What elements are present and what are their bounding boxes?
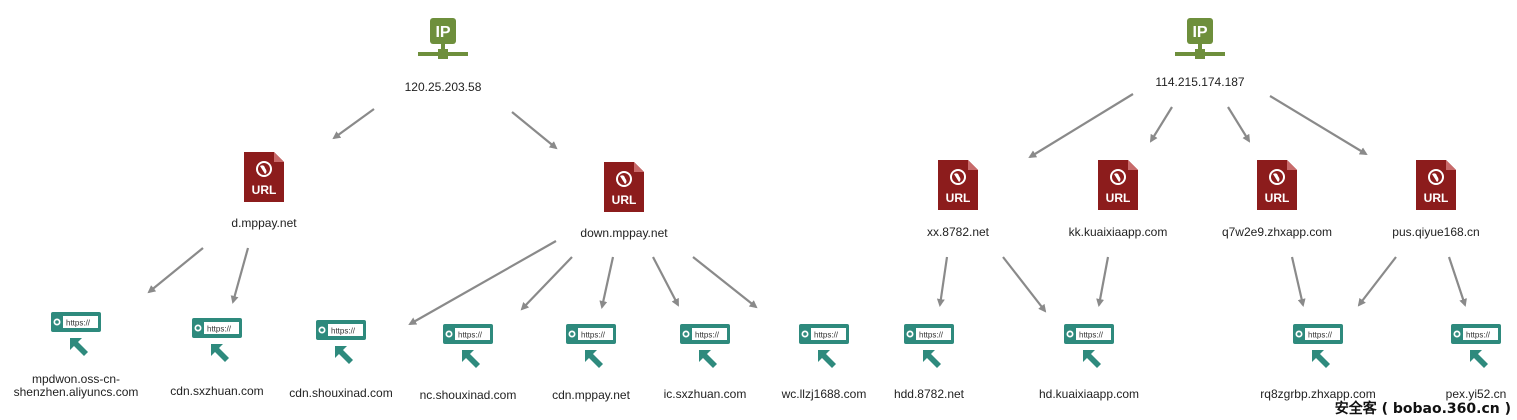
edges-layer (147, 93, 1467, 325)
edge-arrow (599, 256, 615, 309)
svg-text:https://: https:// (207, 325, 232, 334)
svg-text:URL: URL (612, 193, 637, 207)
url-node[interactable]: URL pus.qiyue168.cn (1392, 160, 1480, 239)
url-file-icon: URL (604, 162, 644, 212)
node-label: cdn.mppay.net (552, 388, 630, 402)
node-label: wc.llzj1688.com (781, 387, 867, 401)
svg-text:https://: https:// (1308, 331, 1333, 340)
url-file-icon: URL (938, 160, 978, 210)
edge-arrow (652, 256, 679, 307)
edge-arrow (936, 256, 949, 307)
node-label: pex.yi52.cn (1446, 387, 1507, 401)
site-node[interactable]: https:// cdn.mppay.net (552, 324, 631, 402)
edge-arrow (230, 247, 250, 304)
node-label: hdd.8782.net (894, 387, 965, 401)
node-label: ic.sxzhuan.com (664, 387, 747, 401)
svg-text:https://: https:// (1466, 331, 1491, 340)
node-label: hd.kuaixiaapp.com (1039, 387, 1139, 401)
url-node[interactable]: URL q7w2e9.zhxapp.com (1222, 160, 1332, 239)
node-label: mpdwon.oss-cn-shenzhen.aliyuncs.com (14, 372, 139, 399)
site-node[interactable]: https:// pex.yi52.cn (1446, 324, 1507, 401)
node-label: rq8zgrbp.zhxapp.com (1260, 387, 1375, 401)
svg-text:IP: IP (1192, 24, 1207, 41)
ip-icon: IP (1175, 18, 1225, 59)
edge-arrow (1096, 256, 1110, 307)
edge-arrow (1002, 256, 1047, 313)
edge-arrow (1149, 106, 1173, 143)
url-file-icon: URL (1098, 160, 1138, 210)
node-label: cdn.shouxinad.com (289, 386, 392, 400)
https-link-icon: https:// (566, 324, 616, 368)
url-file-icon: URL (1416, 160, 1456, 210)
url-file-icon: URL (244, 152, 284, 202)
https-link-icon: https:// (316, 320, 366, 364)
edge-arrow (147, 247, 204, 294)
edge-arrow (408, 240, 557, 325)
node-label: xx.8782.net (927, 225, 990, 239)
node-label: 120.25.203.58 (405, 80, 482, 94)
site-node[interactable]: https:// rq8zgrbp.zhxapp.com (1260, 324, 1376, 401)
node-label: q7w2e9.zhxapp.com (1222, 225, 1332, 239)
svg-text:URL: URL (1424, 191, 1449, 205)
site-node[interactable]: https:// nc.shouxinad.com (420, 324, 517, 402)
edge-arrow (1447, 256, 1467, 307)
https-link-icon: https:// (904, 324, 954, 368)
node-label: cdn.sxzhuan.com (170, 384, 263, 398)
ip-icon: IP (418, 18, 468, 59)
node-label: nc.shouxinad.com (420, 388, 517, 402)
https-link-icon: https:// (51, 312, 101, 356)
https-link-icon: https:// (1451, 324, 1501, 368)
site-node[interactable]: https:// cdn.shouxinad.com (289, 320, 393, 400)
site-node[interactable]: https:// hd.kuaixiaapp.com (1039, 324, 1139, 401)
node-label: kk.kuaixiaapp.com (1069, 225, 1168, 239)
svg-text:https://: https:// (919, 331, 944, 340)
edge-arrow (1028, 93, 1134, 159)
site-node[interactable]: https:// mpdwon.oss-cn-shenzhen.aliyuncs.… (14, 312, 139, 399)
https-link-icon: https:// (443, 324, 493, 368)
https-link-icon: https:// (1064, 324, 1114, 368)
svg-text:URL: URL (1265, 191, 1290, 205)
svg-text:https://: https:// (1079, 331, 1104, 340)
ip-node[interactable]: IP 120.25.203.58 (405, 18, 482, 94)
edge-arrow (692, 256, 758, 309)
node-label: pus.qiyue168.cn (1392, 225, 1479, 239)
svg-text:https://: https:// (814, 331, 839, 340)
svg-text:URL: URL (946, 191, 971, 205)
url-node[interactable]: URL d.mppay.net (231, 152, 297, 230)
url-node[interactable]: URL kk.kuaixiaapp.com (1069, 160, 1168, 239)
https-link-icon: https:// (680, 324, 730, 368)
svg-text:URL: URL (1106, 191, 1131, 205)
watermark: 安全客 ( bobao.360.cn ) (1334, 401, 1511, 417)
url-node[interactable]: URL down.mppay.net (580, 162, 668, 240)
edge-arrow (1227, 106, 1251, 143)
edge-arrow (520, 256, 573, 311)
svg-text:URL: URL (252, 183, 277, 197)
node-label: down.mppay.net (580, 226, 668, 240)
svg-text:https://: https:// (458, 331, 483, 340)
edge-arrow (1290, 256, 1306, 307)
site-node[interactable]: https:// cdn.sxzhuan.com (170, 318, 264, 398)
site-node[interactable]: https:// hdd.8782.net (894, 324, 965, 401)
https-link-icon: https:// (192, 318, 242, 362)
site-node[interactable]: https:// ic.sxzhuan.com (664, 324, 747, 401)
svg-text:https://: https:// (331, 327, 356, 336)
svg-text:https://: https:// (695, 331, 720, 340)
https-link-icon: https:// (1293, 324, 1343, 368)
https-link-icon: https:// (799, 324, 849, 368)
svg-text:https://: https:// (581, 331, 606, 340)
ip-node[interactable]: IP 114.215.174.187 (1155, 18, 1245, 89)
url-node[interactable]: URL xx.8782.net (927, 160, 990, 239)
edge-arrow (1357, 256, 1397, 307)
edge-arrow (511, 111, 558, 150)
site-node[interactable]: https:// wc.llzj1688.com (781, 324, 867, 401)
svg-text:IP: IP (435, 24, 450, 41)
node-label: d.mppay.net (231, 216, 297, 230)
url-file-icon: URL (1257, 160, 1297, 210)
svg-text:https://: https:// (66, 319, 91, 328)
edge-arrow (1269, 95, 1368, 156)
edge-arrow (332, 108, 375, 140)
node-label: 114.215.174.187 (1155, 75, 1245, 89)
